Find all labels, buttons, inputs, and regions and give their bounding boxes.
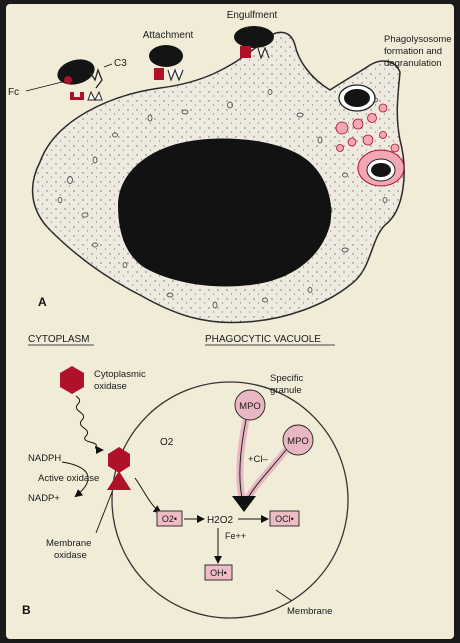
fc-pointer — [26, 82, 62, 91]
label-fe: Fe++ — [225, 531, 246, 541]
heading-phagocytic-vacuole: PHAGOCYTIC VACUOLE — [205, 334, 321, 345]
label-active-oxidase: Active oxidase — [38, 473, 99, 484]
panel-b: CYTOPLASM PHAGOCYTIC VACUOLE Cytoplasmic… — [22, 334, 348, 618]
label-attachment: Attachment — [143, 30, 194, 41]
panel-letter-a: A — [38, 295, 47, 309]
mpo-arrowhead — [232, 496, 256, 512]
label-mpo-2: MPO — [287, 436, 309, 447]
label-cl: +Cl– — [248, 454, 269, 465]
label-membrane-oxidase-1: Membrane — [46, 538, 91, 549]
heading-cytoplasm: CYTOPLASM — [28, 334, 90, 345]
active-oxidase-hexagon — [108, 447, 130, 473]
label-phagolysosome-3: degranulation — [384, 58, 442, 69]
label-oh: OH• — [210, 568, 227, 578]
membrane-oxidase-triangle — [107, 471, 131, 490]
label-granule: granule — [270, 385, 302, 396]
label-cytoplasmic: Cytoplasmic — [94, 369, 146, 380]
nucleus — [118, 138, 331, 286]
label-mpo-1: MPO — [239, 401, 261, 412]
label-c3: C3 — [114, 58, 127, 69]
label-phagolysosome-1: Phagolysosome — [384, 34, 452, 45]
c3-pointer — [104, 64, 112, 67]
label-nadp: NADP+ — [28, 493, 60, 504]
translocation-wavy-arrow — [76, 396, 102, 450]
opsonized-particle — [55, 55, 102, 88]
cytoplasmic-oxidase-hexagon — [60, 366, 84, 394]
label-h2o2: H2O2 — [207, 515, 234, 526]
label-fc: Fc — [8, 87, 19, 98]
label-ocl: OCl• — [275, 514, 294, 524]
attached-particle — [149, 45, 183, 80]
panel-a: Attachment Engulfment Phagolysosome form… — [8, 10, 452, 323]
phagolysosome-upper — [339, 85, 375, 111]
label-nadph: NADPH — [28, 453, 61, 464]
fc-receptor — [70, 92, 102, 100]
membrane-pointer — [276, 590, 292, 601]
label-o2: O2 — [160, 437, 174, 448]
label-oxidase: oxidase — [94, 381, 127, 392]
label-specific: Specific — [270, 373, 304, 384]
label-superoxide: O2• — [162, 514, 177, 524]
label-membrane: Membrane — [287, 606, 332, 617]
label-membrane-oxidase-2: oxidase — [54, 550, 87, 561]
label-engulfment: Engulfment — [227, 10, 278, 21]
o2-arrow — [135, 478, 160, 512]
label-phagolysosome-2: formation and — [384, 46, 442, 57]
panel-letter-b: B — [22, 603, 31, 617]
membrane-oxidase-pointer — [96, 492, 112, 533]
phagocytic-vacuole-membrane — [112, 382, 348, 618]
